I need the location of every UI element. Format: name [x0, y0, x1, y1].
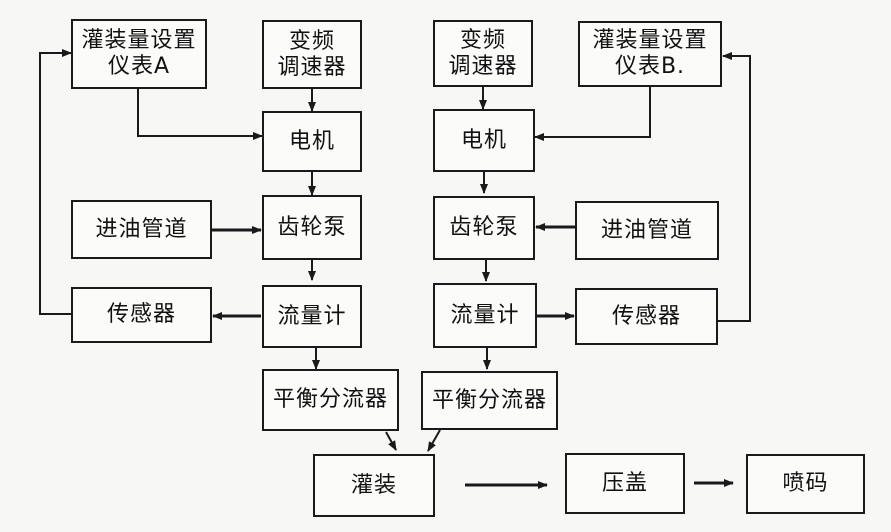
pump-b-label: 齿轮泵: [449, 215, 519, 240]
coding-label: 喷码: [782, 471, 829, 496]
motor-b-label: 电机: [460, 127, 507, 153]
capping-label: 压盖: [601, 470, 648, 496]
inlet-b-label: 进油管道: [600, 217, 693, 243]
meter-a-label: 灌装量设置 仪表A: [81, 28, 197, 79]
filling-box: 灌装: [313, 454, 435, 517]
motor-a-label: 电机: [288, 128, 335, 154]
vfd-a-box: 变频 调速器: [262, 20, 362, 89]
vfd-b-box: 变频 调速器: [433, 20, 533, 87]
sensor-b-label: 传感器: [611, 303, 681, 329]
splitter-a-label: 平衡分流器: [272, 387, 388, 412]
inlet-a-label: 进油管道: [95, 216, 188, 242]
meter-a-box: 灌装量设置 仪表A: [71, 19, 207, 89]
arrow-splitter-a-to-filling: [385, 431, 397, 451]
motor-b-box: 电机: [433, 109, 535, 172]
arrow-sensor-b-to-meter-b: [718, 52, 751, 322]
splitter-a-box: 平衡分流器: [262, 369, 399, 431]
vfd-a-label: 变频 调速器: [277, 28, 347, 80]
capping-box: 压盖: [565, 453, 685, 514]
arrow-splitter-b-to-filling: [427, 429, 441, 452]
arrow-meter-b-to-motor-b: [534, 87, 651, 141]
pump-a-label: 齿轮泵: [277, 214, 347, 240]
inlet-b-box: 进油管道: [575, 201, 719, 260]
arrow-sensor-a-to-meter-a: [39, 49, 72, 315]
splitter-b-label: 平衡分流器: [431, 387, 547, 413]
sensor-a-label: 传感器: [106, 302, 176, 327]
pump-a-box: 齿轮泵: [262, 195, 362, 260]
flow-b-box: 流量计: [433, 283, 537, 348]
filling-label: 灌装: [350, 472, 397, 498]
inlet-a-box: 进油管道: [71, 200, 212, 259]
sensor-b-box: 传感器: [575, 288, 718, 345]
coding-box: 喷码: [746, 454, 865, 514]
arrow-meter-a-to-motor-a: [137, 89, 263, 140]
flow-a-box: 流量计: [262, 285, 362, 348]
sensor-a-box: 传感器: [71, 287, 212, 343]
meter-b-label: 灌装量设置 仪表B.: [592, 28, 708, 79]
motor-a-box: 电机: [262, 111, 362, 172]
splitter-b-box: 平衡分流器: [421, 371, 558, 430]
meter-b-box: 灌装量设置 仪表B.: [578, 21, 722, 87]
vfd-b-label: 变频 调速器: [448, 27, 518, 79]
pump-b-box: 齿轮泵: [433, 196, 535, 260]
flow-b-label: 流量计: [450, 302, 520, 328]
flow-a-label: 流量计: [277, 303, 347, 329]
